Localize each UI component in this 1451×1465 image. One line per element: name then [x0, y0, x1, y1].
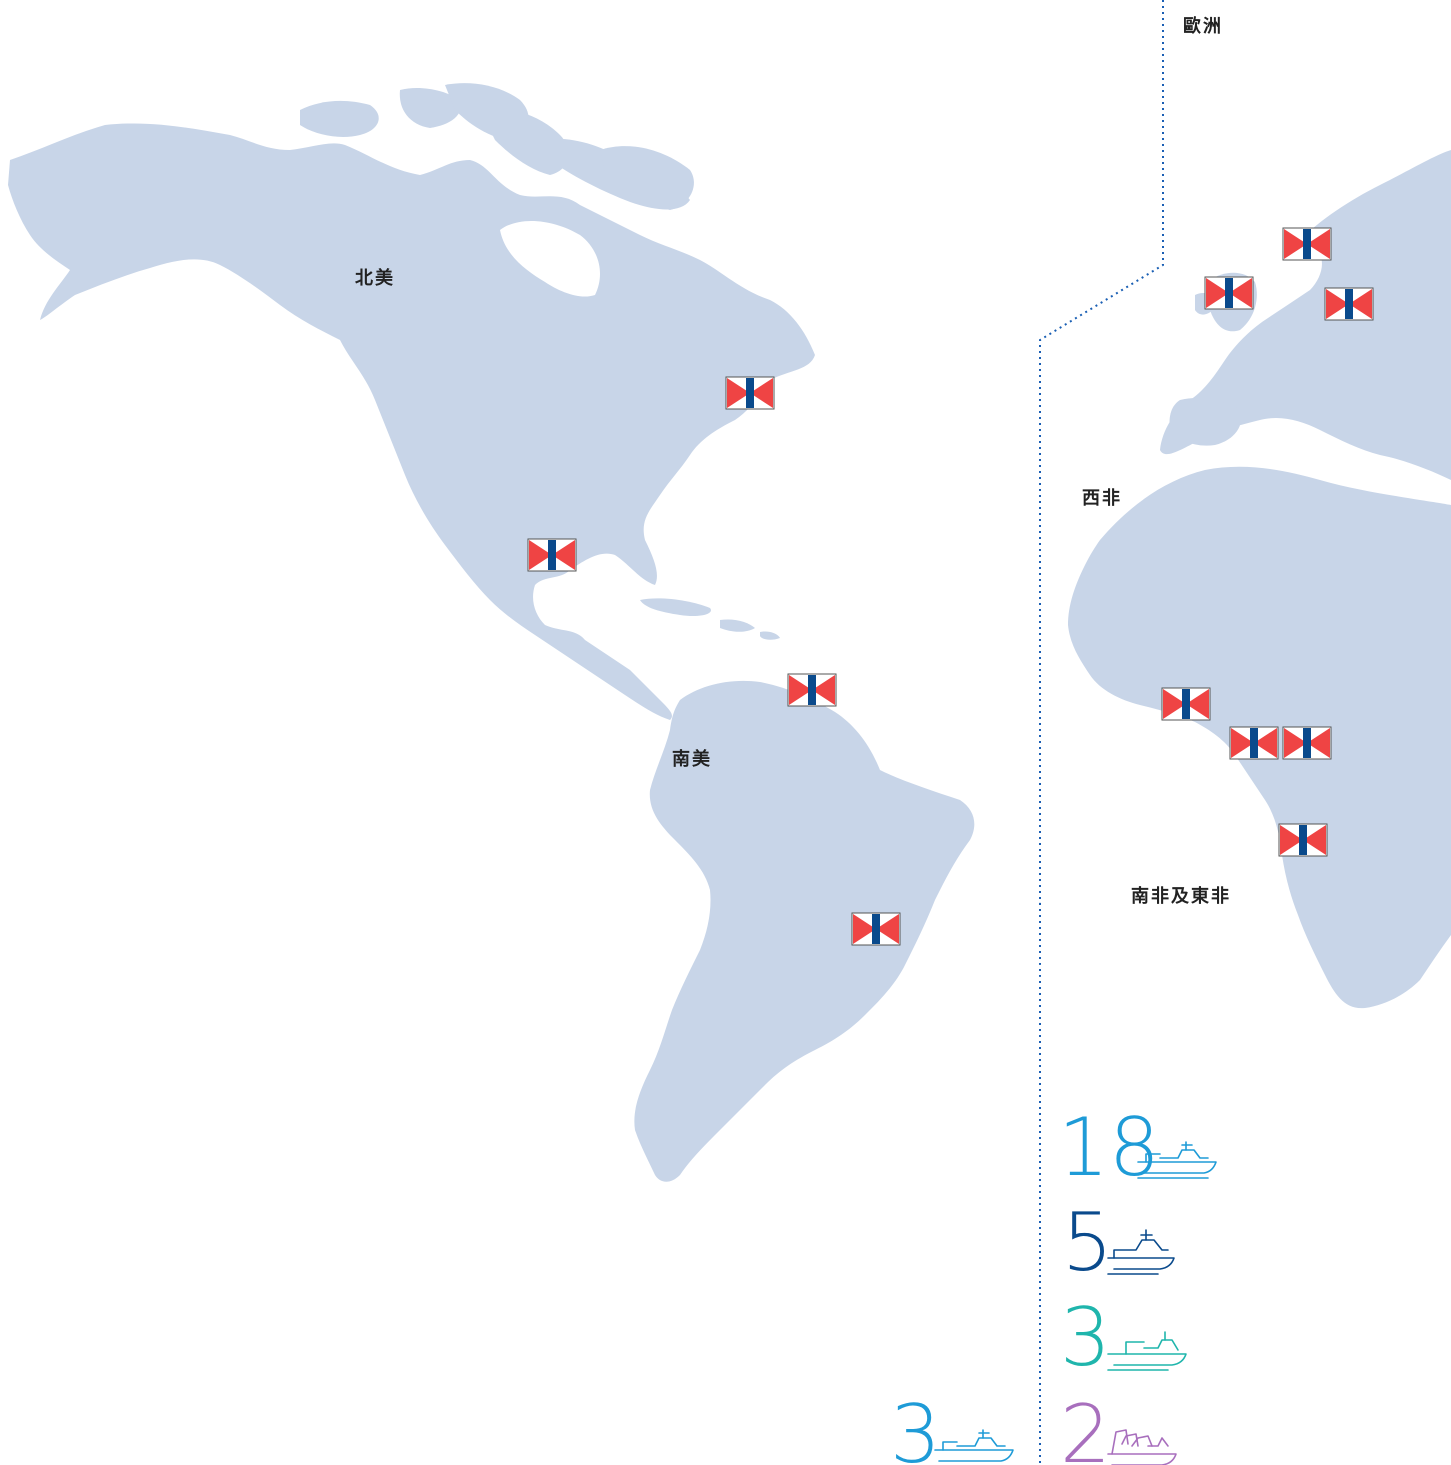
europe-landmass [1160, 150, 1451, 480]
flag-marker-gabon [1282, 726, 1332, 760]
region-label-west-africa: 西非 [1082, 487, 1122, 509]
construction-vessel-icon [1107, 1429, 1177, 1465]
fleet-counts: 3 18 5 3 2 [890, 1101, 1217, 1465]
flag-marker-norway [1282, 227, 1332, 261]
flag-marker-uk [1204, 276, 1254, 310]
flag-marker-canada-east [725, 376, 775, 410]
fleet-count-crew-boats: 3 [1060, 1291, 1111, 1384]
region-label-europe: 歐洲 [1183, 15, 1223, 37]
offshore-supply-vessel-icon [934, 1429, 1014, 1462]
south-america-landmass [634, 680, 975, 1182]
crew-boat-icon [1107, 1331, 1187, 1371]
north-america-landmass [8, 83, 815, 720]
flag-marker-nigeria [1161, 687, 1211, 721]
region-label-south-east-africa: 南非及東非 [1131, 885, 1231, 907]
flag-marker-angola [1278, 823, 1328, 857]
flag-marker-brazil [851, 912, 901, 946]
flag-marker-denmark [1324, 287, 1374, 321]
region-divider [1039, 0, 1164, 1465]
region-label-north-america: 北美 [355, 267, 395, 289]
fleet-count-construction-vessels: 2 [1060, 1388, 1111, 1465]
markers-layer [527, 227, 1374, 946]
flag-marker-gulf-of-mexico [527, 538, 577, 572]
flag-marker-equatorial-guinea [1229, 726, 1279, 760]
anchor-handling-vessel-icon [1107, 1229, 1175, 1275]
offshore-supply-vessel-icon [1137, 1141, 1217, 1179]
fleet-count-supply-vessels: 3 [890, 1388, 941, 1465]
region-label-south-america: 南美 [672, 748, 712, 770]
flag-marker-guyana [787, 673, 837, 707]
fleet-count-anchor-handlers: 5 [1062, 1196, 1113, 1289]
fleet-count-supply-vessels-europe: 18 [1058, 1101, 1160, 1194]
